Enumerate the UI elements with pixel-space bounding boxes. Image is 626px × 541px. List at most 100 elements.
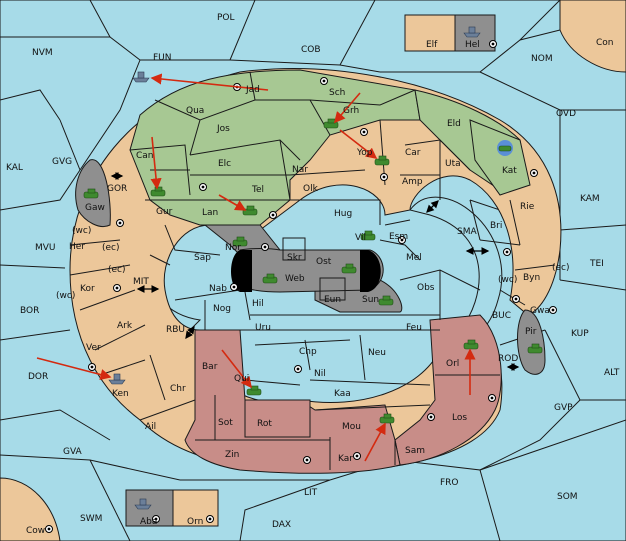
- supply-center-icon: [206, 515, 214, 523]
- region-pir[interactable]: [517, 309, 546, 375]
- supply-center-icon: [489, 40, 497, 48]
- supply-center-icon: [530, 169, 538, 177]
- label-kaa: Kaa: [334, 389, 351, 399]
- tank-icon: [497, 140, 513, 156]
- label-nab: Nab: [209, 284, 227, 294]
- label-her-wc: (wc): [72, 226, 91, 236]
- region-rot[interactable]: [244, 399, 311, 438]
- label-lit: LIT: [304, 488, 318, 498]
- label-olk: Olk: [303, 184, 319, 194]
- supply-center-icon: [269, 211, 277, 219]
- tank-icon: [232, 236, 248, 247]
- label-jos: Jos: [216, 124, 230, 134]
- label-grh: Grh: [343, 106, 359, 116]
- label-sap: Sap: [194, 253, 211, 263]
- label-nom: NOM: [531, 54, 553, 64]
- label-nvm: NVM: [32, 48, 53, 58]
- supply-center-icon: [116, 219, 124, 227]
- label-fun: FUN: [153, 53, 172, 63]
- coast-labels: (wc) (ec) (ec) (wc) (ec) (wc): [56, 226, 570, 301]
- supply-center-icon: [230, 283, 238, 291]
- supply-center-icon: [360, 128, 368, 136]
- move-arrow-icon: [364, 422, 386, 462]
- label-can: Can: [136, 151, 154, 161]
- label-feu: Feu: [406, 323, 422, 333]
- label-fro: FRO: [440, 478, 459, 488]
- supply-center-icon: [199, 183, 207, 191]
- label-yop: Yop: [356, 148, 373, 158]
- label-dax: DAX: [272, 520, 291, 530]
- supply-center-icon: [113, 284, 121, 292]
- label-vil: Vil: [355, 233, 366, 243]
- supply-center-icon: [488, 394, 496, 402]
- label-kup: KUP: [571, 329, 589, 339]
- label-sun: Sun: [362, 295, 379, 305]
- label-rbu: RBU: [166, 325, 185, 335]
- move-arrow-icon: [339, 129, 378, 159]
- label-her-ec: (ec): [102, 243, 120, 253]
- label-con: Con: [596, 38, 614, 48]
- tank-icon: [379, 413, 395, 424]
- label-mou: Mou: [342, 422, 361, 432]
- label-gur: Gur: [156, 207, 173, 217]
- move-arrow-icon: [221, 349, 252, 389]
- label-jad: Jad: [245, 85, 260, 95]
- label-sch: Sch: [329, 88, 345, 98]
- label-kor-wc: (wc): [56, 291, 75, 301]
- label-nor: Nor: [225, 243, 241, 253]
- label-sma: SMA: [457, 227, 477, 237]
- label-gwa: Gwa: [530, 306, 550, 316]
- label-kat: Kat: [502, 166, 517, 176]
- label-mvu: MVU: [35, 243, 56, 253]
- label-kar: Kar: [338, 454, 353, 464]
- label-orl: Orl: [446, 359, 459, 369]
- supply-center-icon: [294, 365, 302, 373]
- label-sot: Sot: [218, 418, 233, 428]
- label-eun: Eun: [324, 295, 341, 305]
- region-elf[interactable]: [404, 14, 456, 52]
- label-neu: Neu: [368, 348, 386, 358]
- supply-center-icon: [320, 77, 328, 85]
- supply-center-icon: [503, 248, 511, 256]
- tank-icon: [463, 339, 479, 350]
- supply-center-icon: [398, 236, 406, 244]
- move-arrow-icon: [36, 357, 112, 381]
- label-gvp: GVP: [554, 403, 573, 413]
- label-som: SOM: [557, 492, 578, 502]
- label-los: Los: [452, 413, 467, 423]
- label-chr: Chr: [170, 384, 186, 394]
- label-cow: Cow: [26, 526, 45, 536]
- units: [83, 26, 543, 510]
- tank-icon: [83, 188, 99, 199]
- double-arrow-icon: [426, 200, 439, 213]
- tank-icon: [262, 273, 278, 284]
- tank-icon: [527, 343, 543, 354]
- label-rie: Rie: [520, 202, 535, 212]
- double-arrow-icon: [185, 325, 195, 340]
- label-zin: Zin: [225, 450, 239, 460]
- label-byn-ec: (ec): [552, 263, 570, 273]
- label-byn-wc: (wc): [498, 275, 517, 285]
- sea-labels: POL COB NOM NVM FUN OVD KAL GVG KAM TEI …: [6, 13, 620, 530]
- label-rod: ROD: [498, 354, 518, 364]
- label-her: Her: [69, 242, 85, 252]
- links: [110, 172, 520, 371]
- label-gaw: Gaw: [85, 203, 105, 213]
- label-tei: TEI: [589, 259, 604, 269]
- label-aba: Aba: [140, 517, 157, 527]
- region-kat[interactable]: [469, 119, 531, 196]
- label-nar: Nar: [292, 165, 308, 175]
- label-qua: Qua: [186, 106, 204, 116]
- supply-centers: [45, 40, 557, 533]
- label-skr: Skr: [287, 253, 302, 263]
- label-chp: Chp: [299, 347, 317, 357]
- label-uru: Uru: [255, 323, 271, 333]
- label-nog: Nog: [213, 304, 231, 314]
- region-aba[interactable]: [125, 489, 174, 527]
- province-borders: [69, 71, 556, 470]
- label-gor: GOR: [107, 184, 127, 194]
- label-hug: Hug: [334, 209, 352, 219]
- tank-icon: [323, 118, 339, 129]
- label-byn: Byn: [523, 273, 540, 283]
- tank-icon: [341, 263, 357, 274]
